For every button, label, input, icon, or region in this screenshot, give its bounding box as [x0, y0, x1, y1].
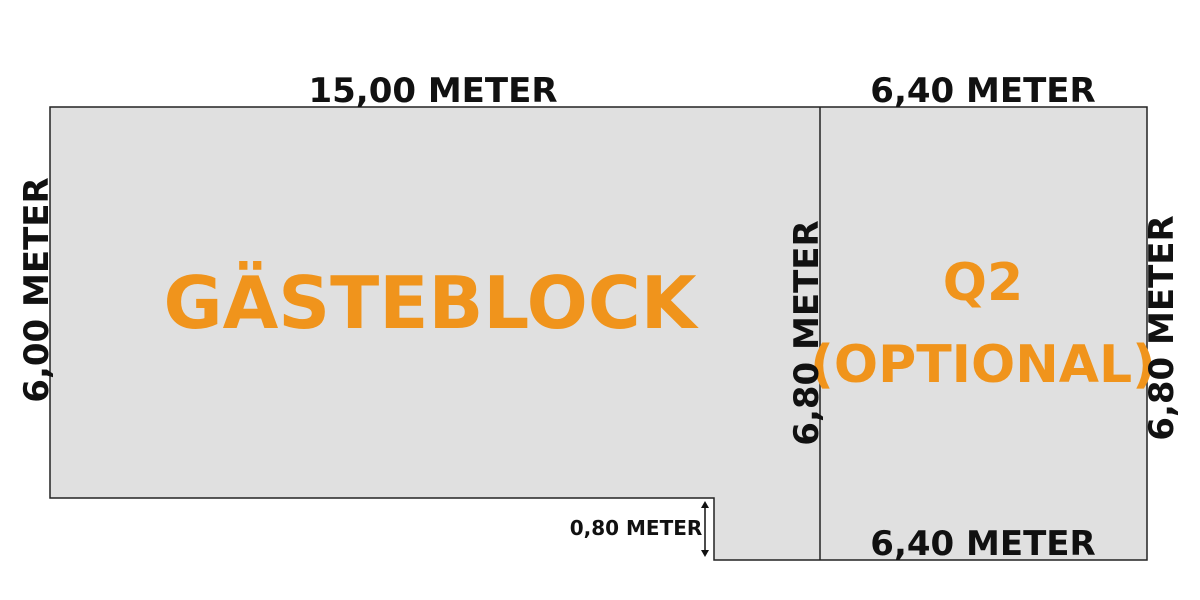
guest-block-label: GÄSTEBLOCK [163, 261, 698, 345]
top-right-dimension: 6,40 METER [870, 71, 1095, 111]
q2-label: Q2 [943, 253, 1023, 313]
bottom-right-dimension: 6,40 METER [870, 524, 1095, 564]
middle-dimension: 6,80 METER [787, 220, 827, 445]
guest-block-area [49, 106, 1148, 561]
step-dimension: 0,80 METER [570, 516, 703, 540]
top-left-dimension: 15,00 METER [308, 71, 557, 111]
right-dimension: 6,80 METER [1142, 215, 1182, 440]
q2-optional-label: (OPTIONAL) [810, 335, 1156, 395]
step-dimension-arrow [701, 501, 709, 557]
left-dimension: 6,00 METER [17, 177, 57, 402]
